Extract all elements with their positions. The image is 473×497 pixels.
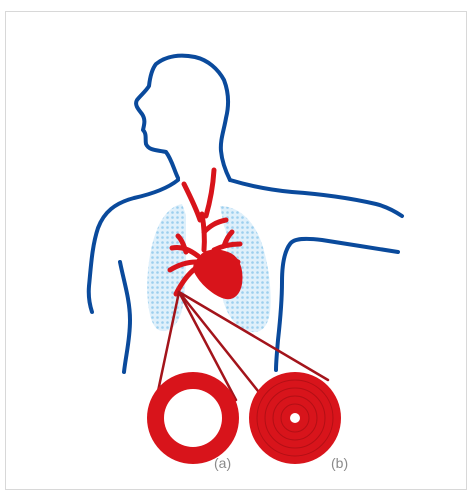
cross-section-b bbox=[249, 372, 341, 464]
artery-lumen-b bbox=[290, 413, 300, 423]
label-a: (a) bbox=[214, 455, 231, 471]
left-carotid-artery bbox=[184, 184, 200, 220]
heart bbox=[193, 250, 242, 300]
right-side-torso-outline bbox=[120, 262, 130, 372]
aortic-arch-branch-left bbox=[204, 220, 226, 232]
artery-lumen-a bbox=[164, 389, 222, 447]
label-b: (b) bbox=[331, 455, 348, 471]
right-carotid-artery bbox=[206, 170, 214, 216]
head-and-neck-outline bbox=[136, 56, 230, 180]
left-shoulder-and-raised-arm-outline bbox=[230, 180, 402, 216]
cross-section-a bbox=[147, 372, 239, 464]
left-inner-arm-outline bbox=[276, 239, 398, 370]
